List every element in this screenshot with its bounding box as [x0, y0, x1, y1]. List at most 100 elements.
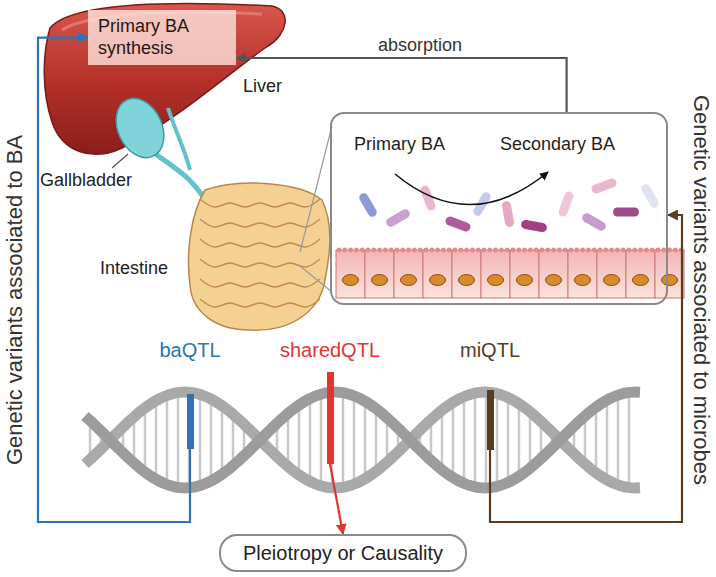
- qtl-bar: [487, 390, 494, 450]
- node-text: miQTL: [460, 338, 520, 362]
- dna-rung: [155, 401, 158, 480]
- microvillus: [342, 248, 347, 253]
- microvillus: [354, 248, 359, 253]
- epithelial-cell: [626, 250, 655, 298]
- microvillus: [441, 248, 446, 253]
- qtl-bar: [327, 372, 334, 464]
- cell-nucleus: [488, 275, 504, 286]
- microvillus: [412, 248, 417, 253]
- dna-rung: [507, 397, 510, 482]
- cell-nucleus: [517, 275, 533, 286]
- connector-label: Genetic variants associated to BA: [2, 133, 27, 467]
- epithelial-cell: [336, 250, 365, 298]
- dna-rung: [375, 409, 378, 472]
- dna-rung: [199, 394, 202, 485]
- microvillus: [673, 248, 678, 253]
- epithelium: [336, 248, 684, 298]
- dna-rung: [320, 394, 323, 486]
- zoom-line: [300, 266, 332, 292]
- bacterium: [590, 177, 618, 194]
- connector-label: absorption: [376, 35, 464, 56]
- node-text: sharedQTL: [280, 338, 380, 362]
- cell-nucleus: [604, 275, 620, 286]
- hepatic-duct: [168, 108, 190, 170]
- microvillus: [528, 248, 533, 253]
- organ-label: Liver: [243, 76, 282, 97]
- dna-helix: [85, 392, 640, 488]
- microvillus: [598, 248, 603, 253]
- microvillus: [569, 248, 574, 253]
- gallbladder-organ: [107, 91, 173, 166]
- dna-rung: [628, 392, 631, 487]
- microvillus: [487, 248, 492, 253]
- microvillus: [563, 248, 568, 253]
- epithelial-cell: [510, 250, 539, 298]
- microvillus: [371, 248, 376, 253]
- epithelial-cell: [597, 250, 626, 298]
- microvillus: [627, 248, 632, 253]
- epithelial-cell: [539, 250, 568, 298]
- zoom-line: [300, 126, 332, 252]
- dna-rung: [166, 395, 169, 484]
- epithelial-cell: [481, 250, 510, 298]
- dna-rung: [353, 396, 356, 484]
- cell-nucleus: [633, 275, 649, 286]
- dna-rung: [595, 407, 598, 473]
- cell-nucleus: [459, 275, 475, 286]
- organ-label: Gallbladder: [40, 170, 132, 191]
- cell-nucleus: [430, 275, 446, 286]
- microvillus: [458, 248, 463, 253]
- microvillus: [499, 248, 504, 253]
- microvillus: [337, 248, 342, 253]
- microvillus: [650, 248, 655, 253]
- microvillus: [348, 248, 353, 253]
- bacterium: [640, 182, 661, 209]
- microvillus: [389, 248, 394, 253]
- microvillus: [511, 248, 516, 253]
- process-box: Primary BA synthesis: [88, 10, 236, 65]
- dna-rung: [210, 399, 213, 481]
- intestine-coil: [200, 299, 320, 307]
- dna-rung: [606, 400, 609, 480]
- dna-rung: [496, 394, 499, 487]
- microvillus: [615, 248, 620, 253]
- bacterium: [557, 190, 574, 218]
- dna-strand: [85, 392, 640, 488]
- dna-rung: [452, 402, 455, 477]
- intestine-coil: [200, 279, 320, 287]
- connector-arrow: [236, 58, 567, 112]
- dna-strand: [85, 392, 640, 488]
- intestine-coil: [200, 219, 320, 227]
- microvillus: [418, 248, 423, 253]
- dna-rung: [463, 397, 466, 484]
- microvillus: [516, 248, 521, 253]
- bacterium: [358, 191, 379, 218]
- cell-nucleus: [546, 275, 562, 286]
- conversion-arrow: [395, 172, 548, 205]
- qtl-marker: miQTL: [460, 338, 520, 450]
- microvillus: [395, 248, 400, 253]
- microvillus: [435, 248, 440, 253]
- gallbladder-leader: [112, 154, 128, 168]
- microvillus: [453, 248, 458, 253]
- microvillus: [383, 248, 388, 253]
- dna-rung: [441, 410, 444, 470]
- microvillus: [621, 248, 626, 253]
- microvillus: [522, 248, 527, 253]
- connector-arrow: [330, 464, 343, 534]
- intestine-coil: [200, 259, 320, 267]
- microvillus: [493, 248, 498, 253]
- cell-nucleus: [401, 275, 417, 286]
- dna-rung: [364, 401, 367, 479]
- epithelial-cell: [655, 250, 684, 298]
- microvillus: [366, 248, 371, 253]
- epithelial-cell: [423, 250, 452, 298]
- bacterium: [501, 200, 514, 227]
- bacterium: [580, 212, 607, 233]
- microvillus: [574, 248, 579, 253]
- microvillus: [464, 248, 469, 253]
- result-box: Pleiotropy or Causality: [219, 534, 467, 572]
- dna-rung: [342, 393, 345, 488]
- microvillus: [638, 248, 643, 253]
- microvillus: [406, 248, 411, 253]
